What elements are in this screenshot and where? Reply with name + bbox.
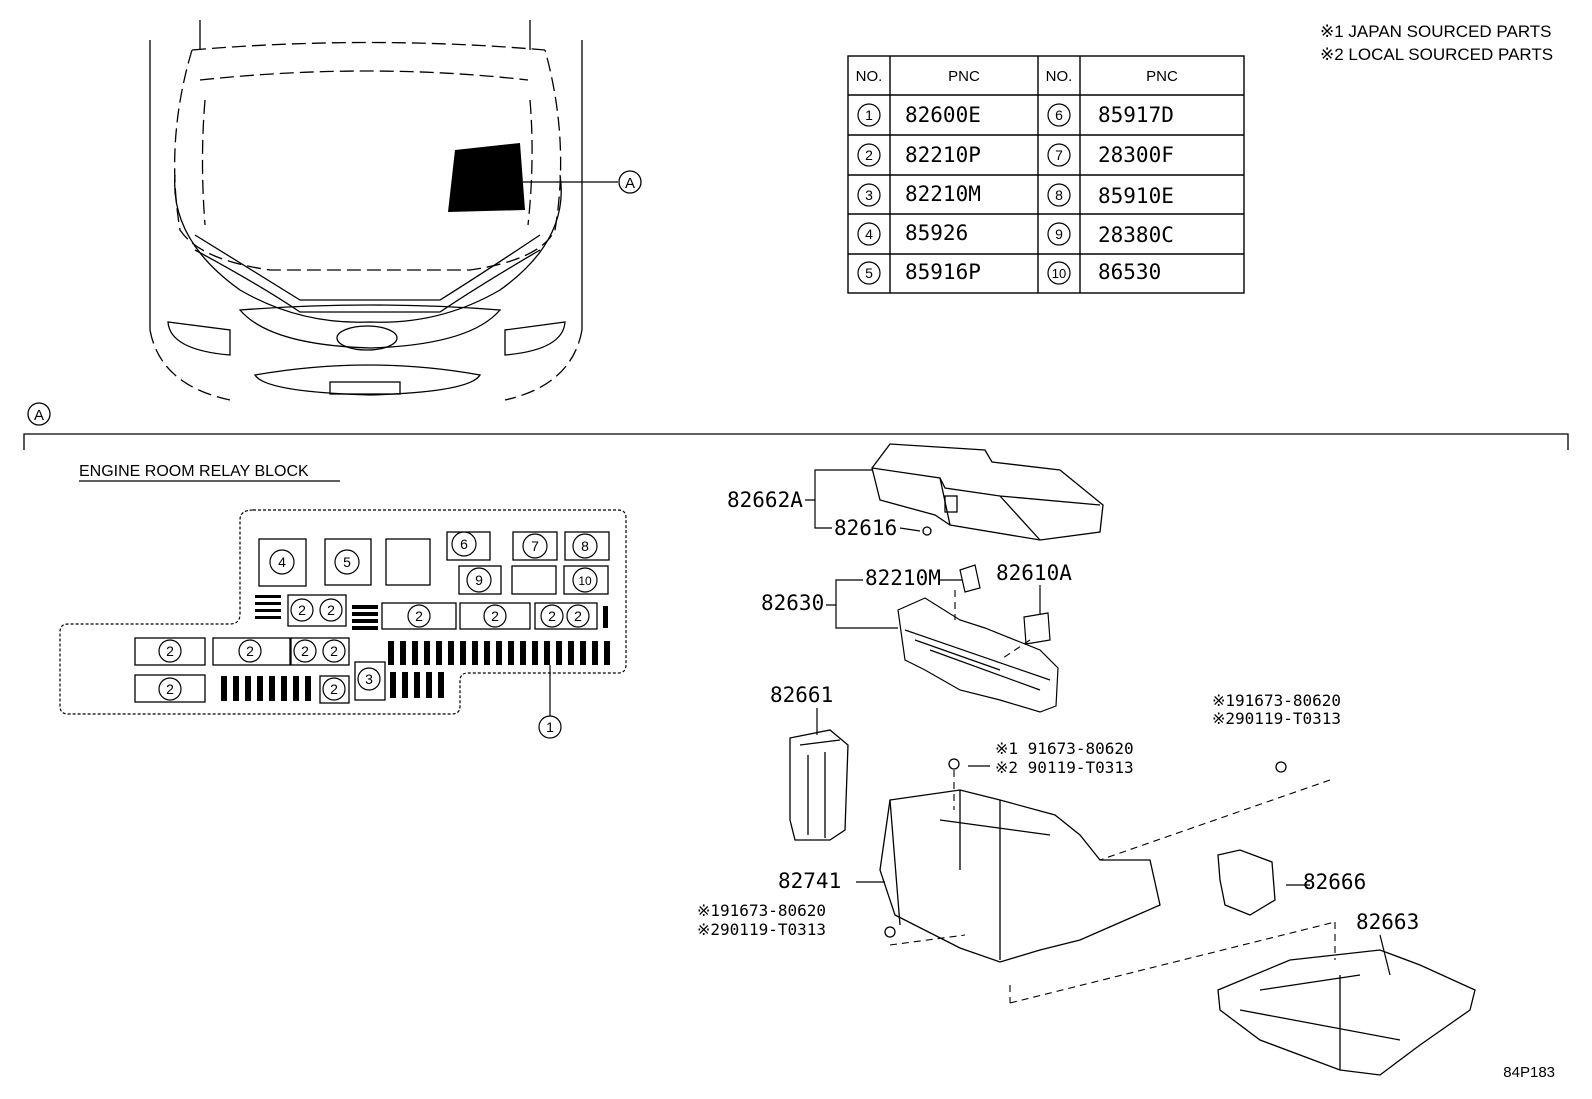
note-japan-sourced: ※1 JAPAN SOURCED PARTS	[1320, 22, 1552, 41]
table-row: 3 82210M 8 85910E	[857, 182, 1174, 208]
row-pnc-left: 82210P	[905, 143, 981, 167]
relay-block-slots	[134, 531, 610, 704]
row-pnc-left: 85916P	[905, 260, 981, 284]
section-a-label: A	[34, 407, 44, 424]
slot-label-2: 2	[330, 681, 338, 697]
relay-block-location	[448, 143, 525, 212]
slot-label-3: 3	[365, 671, 373, 687]
slot-label-2: 2	[301, 643, 309, 659]
slot-label-2: 2	[548, 608, 556, 624]
row-pnc-right: 28380C	[1098, 223, 1174, 247]
table-row: 4 85926 9 28380C	[857, 221, 1174, 247]
table-row: 1 82600E 6 85917D	[857, 103, 1174, 127]
relay-block-lower-case	[879, 789, 1161, 963]
bolt-label-right-1: ※191673-80620	[1212, 691, 1341, 710]
leader-lines	[805, 469, 1391, 976]
bolt-label-center-2: ※2 90119-T0313	[995, 758, 1134, 777]
slot-label-9: 9	[475, 572, 483, 588]
part-82662A: 82662A	[727, 488, 803, 512]
bolt-label-left-2: ※290119-T0313	[697, 920, 826, 939]
row-no-right: 10	[1052, 266, 1066, 281]
callout-a-circle	[618, 170, 642, 194]
note-local-sourced: ※2 LOCAL SOURCED PARTS	[1320, 45, 1553, 64]
slot-label-2: 2	[415, 608, 423, 624]
slot-label-8: 8	[581, 538, 589, 554]
bolt-label-left-1: ※191673-80620	[697, 901, 826, 920]
pnc-table	[847, 55, 1245, 294]
car-top-view	[149, 20, 583, 401]
slot-label-1: 1	[546, 719, 554, 735]
section-a-circle	[27, 402, 51, 426]
slot-label-2: 2	[166, 681, 174, 697]
table-header-no-1: NO.	[856, 68, 883, 85]
table-header-pnc-2: PNC	[1146, 68, 1178, 85]
slot-label-4: 4	[278, 554, 286, 570]
row-pnc-right: 85917D	[1098, 103, 1174, 127]
part-82210M: 82210M	[865, 566, 941, 590]
slot-label-6: 6	[460, 536, 468, 552]
slot-label-2: 2	[330, 643, 338, 659]
table-row: 2 82210P 7 28300F	[857, 143, 1174, 167]
relay-block-tray	[1217, 949, 1476, 1076]
relay-block-callouts	[158, 531, 598, 739]
part-82616: 82616	[834, 516, 897, 540]
part-labels: 82662A 82616 82210M 82610A 82630 82661 8…	[727, 488, 1419, 934]
relay-block-upper-housing	[897, 564, 1059, 713]
section-divider	[23, 433, 1569, 450]
row-pnc-left: 82600E	[905, 103, 981, 127]
relay-block-callout-labels: 4 5 6 7 8 9 10 2 2 2 2 2 2 2 2 2 2 2 2 3…	[166, 536, 592, 735]
callout-a-label: A	[625, 175, 635, 192]
diagram-code: 84P183	[1503, 1064, 1555, 1081]
slot-label-2: 2	[166, 643, 174, 659]
row-no-right: 7	[1055, 147, 1063, 163]
row-pnc-left: 85926	[905, 221, 968, 245]
row-no-right: 6	[1055, 107, 1063, 123]
bolt-labels: ※1 91673-80620 ※2 90119-T0313 ※191673-80…	[697, 691, 1341, 939]
slot-label-2: 2	[491, 608, 499, 624]
part-82666: 82666	[1303, 870, 1366, 894]
row-no-left: 2	[865, 147, 873, 163]
row-no-right: 9	[1055, 226, 1063, 242]
relay-block-bracket	[789, 729, 849, 841]
dashed-alignment-lines	[889, 590, 1336, 1004]
row-no-left: 1	[865, 107, 873, 123]
slot-label-5: 5	[343, 554, 351, 570]
relay-block-outline	[59, 509, 627, 715]
part-82741: 82741	[778, 869, 841, 893]
row-no-right: 8	[1055, 187, 1063, 203]
slot-label-7: 7	[531, 538, 539, 554]
row-no-left: 3	[865, 187, 873, 203]
fuse-stripes	[221, 595, 610, 701]
row-no-left: 4	[865, 226, 873, 242]
slot-label-2: 2	[574, 608, 582, 624]
relay-block-cover	[871, 443, 1104, 541]
table-row: 5 85916P 10 86530	[857, 260, 1161, 285]
row-no-left: 5	[865, 265, 873, 281]
table-header-no-2: NO.	[1046, 68, 1073, 85]
bolt-label-center-1: ※1 91673-80620	[995, 739, 1134, 758]
bolts	[884, 526, 1287, 938]
row-pnc-right: 85910E	[1098, 184, 1174, 208]
slot-label-2: 2	[246, 643, 254, 659]
slot-label-2: 2	[298, 602, 306, 618]
table-header-pnc-1: PNC	[948, 68, 980, 85]
relay-block-clip	[1217, 849, 1276, 916]
relay-block-title: ENGINE ROOM RELAY BLOCK	[79, 463, 309, 480]
row-pnc-right: 86530	[1098, 260, 1161, 284]
bolt-label-right-2: ※290119-T0313	[1212, 709, 1341, 728]
slot-label-2: 2	[327, 602, 335, 618]
part-82610A: 82610A	[996, 561, 1072, 585]
part-82630: 82630	[761, 591, 824, 615]
slot-label-10: 10	[578, 574, 592, 588]
part-82661: 82661	[770, 683, 833, 707]
row-pnc-right: 28300F	[1098, 143, 1174, 167]
row-pnc-left: 82210M	[905, 182, 981, 206]
part-82663: 82663	[1356, 910, 1419, 934]
